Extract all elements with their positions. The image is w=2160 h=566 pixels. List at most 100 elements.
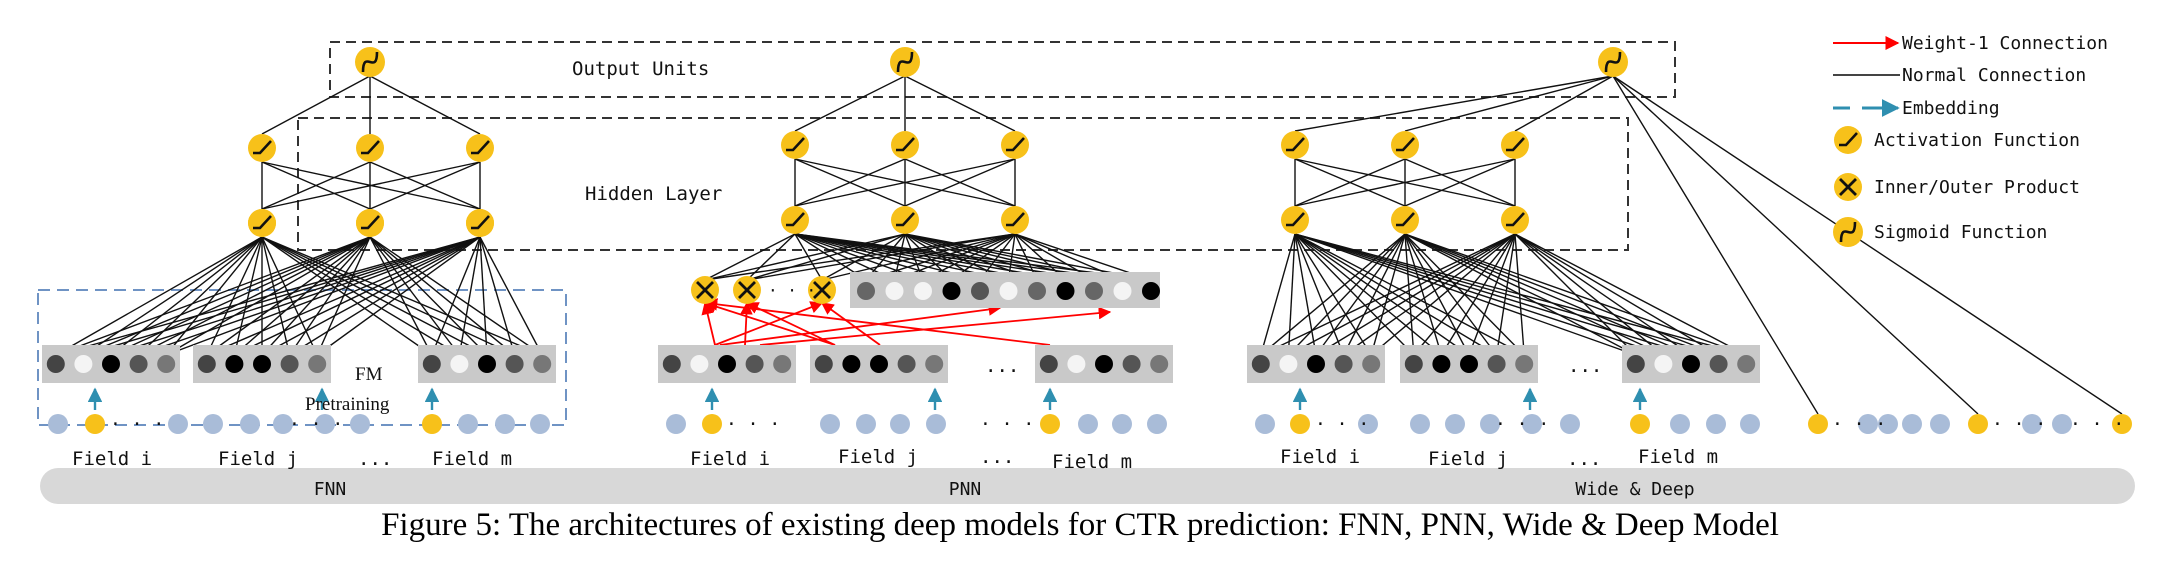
embedding-unit (1487, 355, 1506, 373)
wide-connection (1612, 75, 1979, 415)
connection-line (431, 236, 481, 356)
input-node (1445, 414, 1465, 434)
input-node (1522, 414, 1542, 434)
connection-line (1294, 233, 1415, 356)
input-node (1147, 414, 1167, 434)
input-ellipsis: · · · (1992, 414, 2046, 435)
wd-field-m: Field m (1638, 446, 1718, 468)
input-active-node (1040, 414, 1060, 434)
input-active-node (1968, 414, 1988, 434)
connection-line (206, 236, 371, 356)
embedding-unit (1682, 355, 1700, 373)
connection-line (1260, 233, 1296, 356)
embedding-unit (1737, 355, 1756, 373)
connection-line (704, 233, 1016, 281)
connection-line (746, 233, 906, 281)
activation-node-circle (1281, 131, 1309, 159)
pnn-product-ellipsis: · · · (768, 281, 816, 300)
connection-line (1514, 233, 1692, 356)
activation-node-circle (466, 134, 494, 162)
connection-line (1260, 233, 1516, 356)
connection-line (55, 236, 371, 356)
connection-line (55, 236, 263, 356)
product-node (691, 276, 719, 304)
input-node (1902, 414, 1922, 434)
hidden-layer-label: Hidden Layer (585, 183, 722, 205)
embedding-unit (1626, 355, 1645, 373)
activation-node-circle (248, 134, 276, 162)
input-ellipsis: · · · (726, 414, 780, 435)
connection-line (1404, 233, 1719, 356)
input-ellipsis: · · · (110, 414, 164, 435)
embedding-unit (690, 355, 709, 373)
sigmoid-icon (361, 51, 379, 73)
activation-node (1281, 131, 1309, 159)
fnn-field-i: Field i (72, 448, 152, 470)
activation-node (1001, 206, 1029, 234)
input-node (2052, 414, 2072, 434)
embedding-unit (1709, 355, 1728, 373)
input-ellipsis: · · · (1495, 414, 1549, 435)
embedding-unit (1362, 355, 1381, 373)
activation-icon (253, 215, 272, 230)
embedding-unit (450, 355, 469, 373)
connection-line (369, 236, 460, 356)
connection-line (1294, 233, 1692, 356)
activation-icon (1839, 132, 1858, 147)
activation-icon (1396, 212, 1415, 227)
wd-field-ellipsis: ... (1567, 448, 1601, 470)
weight1-line (703, 300, 836, 346)
connection-line (1514, 75, 1614, 132)
connection-line (55, 236, 481, 356)
sigmoid-node (890, 47, 920, 77)
activation-node (781, 206, 809, 234)
legend-normal-label: Normal Connection (1902, 65, 2086, 86)
activation-node (1501, 131, 1529, 159)
connection-line (704, 233, 796, 281)
connection-line (261, 236, 515, 356)
embedding-unit (857, 282, 875, 300)
connection-line (1514, 233, 1664, 356)
connection-line (904, 158, 1016, 207)
connection-line (1404, 233, 1664, 356)
wide-connection (1612, 75, 2123, 415)
activation-icon (1506, 137, 1525, 152)
activation-icon (1396, 137, 1415, 152)
input-node (1930, 414, 1950, 434)
embedding-unit (1460, 355, 1478, 373)
model-label-bar (40, 468, 2135, 504)
connection-line (794, 233, 823, 281)
embedding-unit (1654, 355, 1673, 373)
activation-icon (1286, 212, 1305, 227)
activation-node (248, 209, 276, 237)
activation-icon (471, 140, 490, 155)
input-ellipsis: · · · (2070, 414, 2124, 435)
connection-line (261, 236, 371, 356)
connection-line (1468, 233, 1516, 356)
activation-node-circle (1001, 131, 1029, 159)
pnn-field-m: Field m (1052, 451, 1132, 473)
activation-node (1391, 131, 1419, 159)
input-node (666, 414, 686, 434)
pnn-field-j: Field j (838, 446, 918, 468)
connection-line (261, 236, 433, 356)
connection-line (83, 236, 263, 356)
embedding-unit (253, 355, 271, 373)
input-active-node (1290, 414, 1310, 434)
weight1-connections (701, 298, 1112, 346)
embedding-unit (102, 355, 120, 373)
embedding-unit (1334, 355, 1353, 373)
activation-icon (253, 140, 272, 155)
connection-line (904, 75, 1016, 132)
activation-node-circle (1834, 126, 1862, 154)
connection-line (1287, 233, 1406, 356)
input-active-node (702, 414, 722, 434)
pnn-field-ellipsis: ... (980, 446, 1014, 468)
sigmoid-icon (1604, 51, 1622, 73)
connection-line (1440, 233, 1516, 356)
connection-line (1315, 233, 1406, 356)
connection-line (1404, 233, 1470, 356)
activation-node (1501, 206, 1529, 234)
